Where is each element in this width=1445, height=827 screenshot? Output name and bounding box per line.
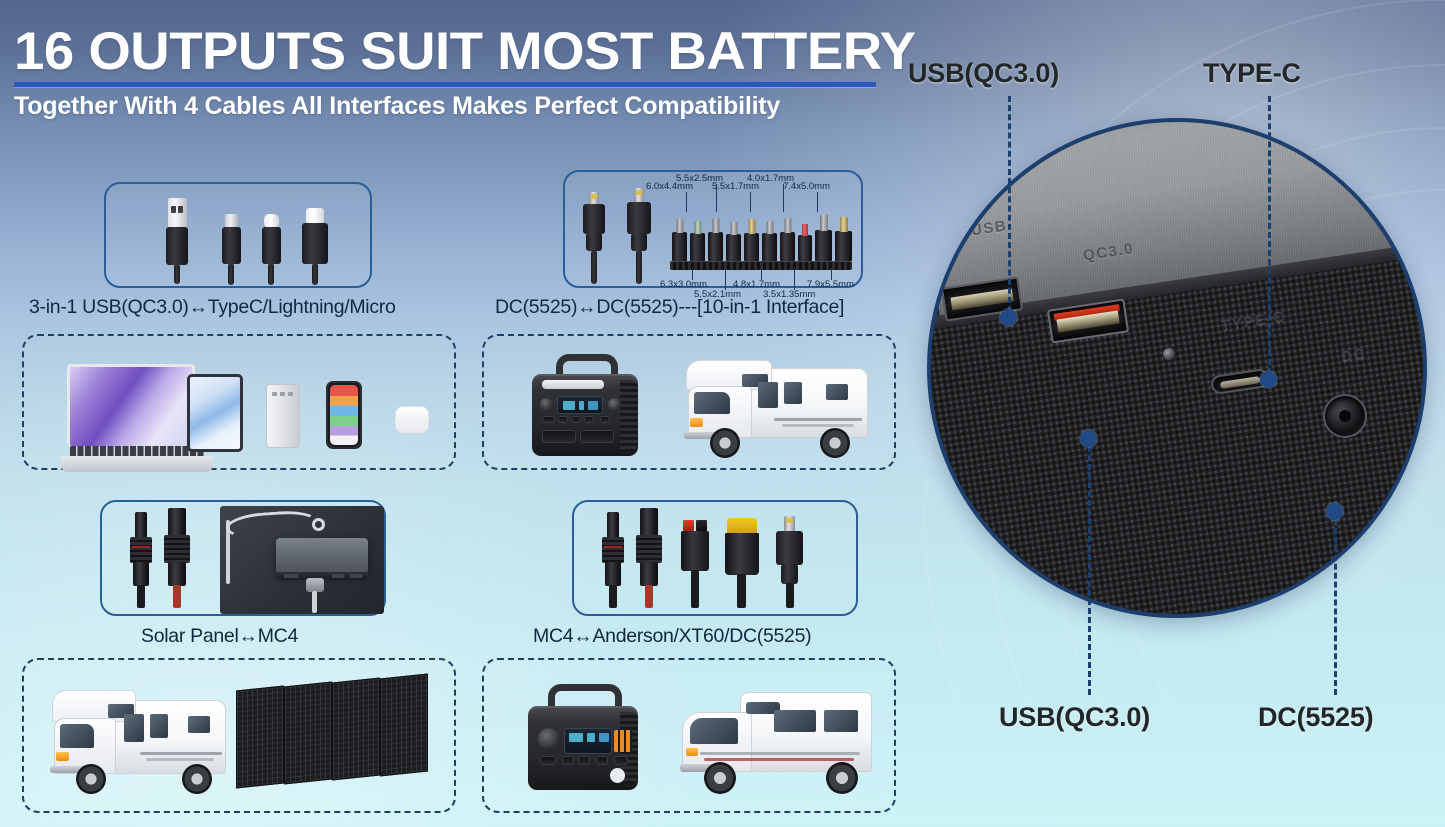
page-subtitle: Together With 4 Cables All Interfaces Ma… <box>14 92 781 121</box>
dc-tip-leader-4 <box>783 184 784 212</box>
callout-leader-top-right <box>1268 96 1271 374</box>
callout-label-dc5525: DC(5525) <box>1258 702 1374 732</box>
power-station-icon <box>524 354 648 458</box>
mc4-outputs-panel <box>572 500 858 616</box>
dc-tip-leader-2 <box>716 184 717 212</box>
dc5525-plug-output-icon <box>774 516 804 608</box>
bottom-loads-panel <box>482 658 896 813</box>
dc-tip-10 <box>835 217 852 261</box>
callout-dot-top-left <box>1000 309 1017 326</box>
loads-panel <box>482 334 896 470</box>
caption-mc4-multi: MC4↔Anderson/XT60/DC(5525) <box>533 625 812 647</box>
dc-tip-label-top-4: 4.0x1.7mm <box>747 173 794 184</box>
callout-dot-bottom-left <box>1080 430 1097 447</box>
dc-tip-label-top-5: 7.4x5.0mm <box>783 181 830 192</box>
dc-tip-4 <box>726 222 741 261</box>
camper-van-icon <box>674 676 880 802</box>
usb-a-qc30-port <box>1046 298 1130 344</box>
callout-dot-bottom-right <box>1326 503 1343 520</box>
cable-3in1-panel <box>104 182 372 288</box>
dc5525-plug-b-icon <box>625 188 653 284</box>
power-station-icon-2 <box>522 684 648 792</box>
dc-tip-5 <box>744 219 759 261</box>
dc-tip-3 <box>708 218 723 261</box>
dc-tip-label-bottom-2: 5.5x2.1mm <box>694 289 741 300</box>
type-c-connector-icon <box>262 214 281 285</box>
callout-label-usb-qc30-top: USB(QC3.0) <box>908 58 1060 88</box>
dc-10in1-panel: 6.0x4.4mm 5.5x2.5mm 5.5x1.7mm 4.0x1.7mm … <box>563 170 863 300</box>
dc5525-plug-a-icon <box>581 192 607 284</box>
dc-tip-label-top-1: 6.0x4.4mm <box>646 181 693 192</box>
anderson-connector-icon <box>679 520 711 608</box>
devices-panel <box>22 334 456 472</box>
solar-mc4-panel <box>100 500 386 616</box>
dc-tip-1 <box>672 219 687 261</box>
dc-tip-8 <box>798 224 812 261</box>
usb-a-connector-icon <box>166 198 188 284</box>
dc-tip-leader-8 <box>761 268 762 280</box>
callout-leader-bottom-left <box>1088 437 1091 695</box>
dc-tip-9 <box>815 215 832 261</box>
lightning-connector-icon <box>302 208 328 285</box>
caption-cable-3in1: 3-in-1 USB(QC3.0)↔TypeC/Lightning/Micro <box>29 296 396 318</box>
dc-tip-label-top-2: 5.5x2.5mm <box>676 173 723 184</box>
dc-tip-2 <box>690 221 705 261</box>
dc-tip-6 <box>762 221 777 261</box>
mc4-female-connector-icon <box>164 508 190 608</box>
panel-screw <box>1161 346 1177 362</box>
dc-tip-label-bottom-3: 4.8x1.7mm <box>733 279 780 290</box>
header: 16 OUTPUTS SUIT MOST BATTERY Together Wi… <box>14 23 916 121</box>
folding-solar-panel-icon <box>236 673 432 789</box>
solar-junction-box-photo <box>220 506 384 614</box>
caption-dc-10in1: DC(5525)↔DC(5525)---[10-in-1 Interface] <box>495 296 845 318</box>
dc-tip-label-bottom-4: 3.5x1.35mm <box>763 289 816 300</box>
device-port-closeup-photo: USB QC3.0 TYPE-C DC <box>927 118 1427 618</box>
dc-tip-leader-7 <box>725 268 726 290</box>
dc-tip-leader-6 <box>692 268 693 280</box>
mc4-male-connector-icon-2 <box>602 512 624 608</box>
callout-leader-top-left <box>1008 96 1011 312</box>
dc-tip-label-top-3: 5.5x1.7mm <box>712 181 759 192</box>
dc-tip-label-bottom-1: 6.3x3.0mm <box>660 279 707 290</box>
rv-motorhome-icon <box>674 344 874 466</box>
dc-tip-label-bottom-5: 7.9x5.5mm <box>807 279 854 290</box>
solar-loads-panel <box>22 658 456 813</box>
micro-usb-connector-icon <box>222 214 241 285</box>
mc4-female-connector-icon-2 <box>636 508 662 608</box>
callout-dot-top-right <box>1260 371 1277 388</box>
laptop-icon <box>59 364 215 472</box>
dc-tip-7 <box>780 218 795 261</box>
caption-solar-mc4: Solar Panel↔MC4 <box>141 625 298 647</box>
dc-tip-leader-1 <box>686 192 687 212</box>
xt60-connector-icon <box>724 518 760 608</box>
callout-label-usb-qc30-bottom: USB(QC3.0) <box>999 702 1151 732</box>
dc-tips-group <box>670 208 852 270</box>
callout-label-type-c: TYPE-C <box>1203 58 1301 88</box>
rv-motorhome-icon-2 <box>42 672 232 800</box>
page-title: 16 OUTPUTS SUIT MOST BATTERY <box>14 22 916 81</box>
title-underline <box>14 82 876 88</box>
mc4-male-connector-icon <box>130 512 152 608</box>
dc-tip-leader-3 <box>750 192 751 212</box>
dc-tip-leader-5 <box>817 192 818 212</box>
dc-tip-leader-9 <box>794 268 795 290</box>
callout-leader-bottom-right <box>1334 510 1337 695</box>
dc-barrel-jack-port <box>1319 390 1371 442</box>
dc-tips-rail <box>670 261 852 270</box>
dc-tip-leader-10 <box>831 268 832 280</box>
